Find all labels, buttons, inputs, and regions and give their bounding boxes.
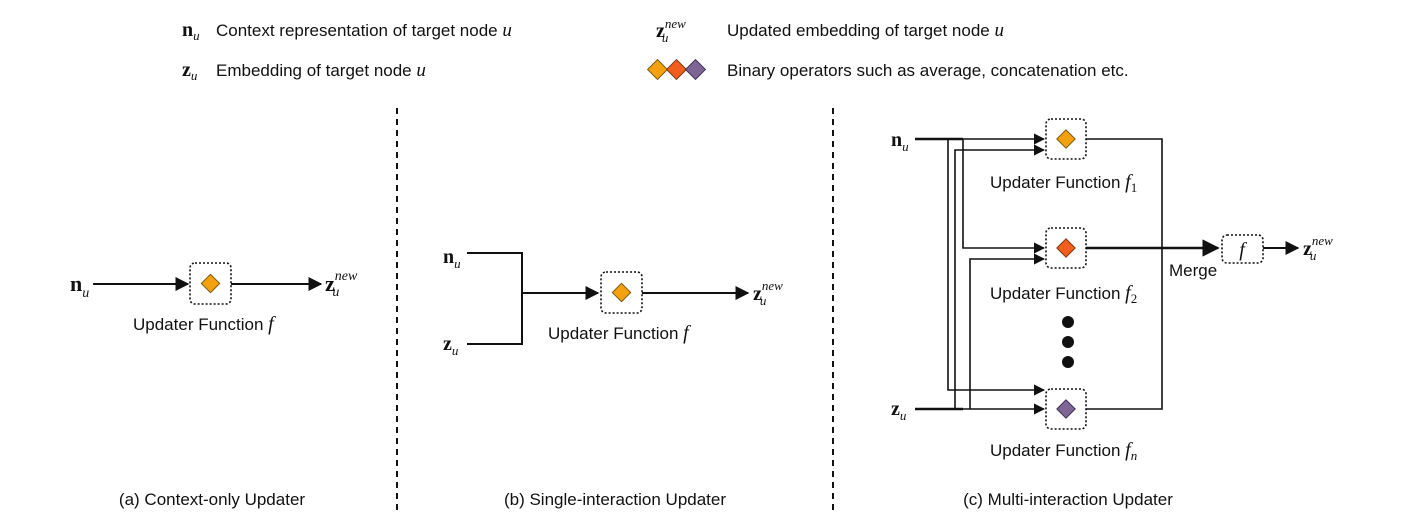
legend-n-desc: Context representation of target node u	[216, 20, 512, 41]
panel-c-updater-label-n: Updater Function fn	[990, 439, 1137, 463]
legend-znew-desc: Updated embedding of target node u	[727, 20, 1004, 41]
diamond-icon	[684, 58, 707, 81]
svg-text:nu: nu	[182, 19, 200, 43]
panel-c-z-to-f1	[954, 144, 1046, 409]
panel-c-merge-box	[1221, 234, 1264, 264]
panel-c-merge-f: f	[1239, 239, 1247, 261]
diamond-icon	[1056, 129, 1076, 149]
panel-c-merge-label: Merge	[1169, 261, 1217, 280]
panel-b-caption: (b) Single-interaction Updater	[504, 490, 726, 509]
panel-c-n-to-f2	[962, 139, 1046, 254]
panel-c-input-n: nu	[891, 129, 909, 154]
legend-z-item: zu Embedding of target node u	[182, 59, 426, 83]
panel-c-merge-bus	[1086, 138, 1163, 410]
diamond-icon	[665, 58, 688, 81]
panel-c-caption: (c) Multi-interaction Updater	[963, 490, 1173, 509]
legend: nu Context representation of target node…	[182, 16, 1129, 83]
panel-c-input-z: zu	[891, 398, 907, 423]
legend-znew-symbol: z	[656, 20, 665, 42]
panel-c-updater-label-1: Updater Function f1	[990, 171, 1137, 195]
panel-b-input-n: nu	[443, 246, 461, 271]
panel-a-caption: (a) Context-only Updater	[119, 490, 305, 509]
panel-c-z-to-f2	[969, 253, 1046, 409]
diamond-icon	[611, 282, 632, 303]
panel-c-n-to-fn	[947, 139, 1046, 396]
ellipsis-dot	[1062, 356, 1074, 368]
ellipsis-dot	[1062, 336, 1074, 348]
diamond-icon	[1056, 238, 1076, 258]
legend-operators-desc: Binary operators such as average, concat…	[727, 61, 1129, 80]
panel-a-updater-label: Updater Function f	[133, 313, 276, 335]
panel-b-updater-label: Updater Function f	[548, 322, 691, 344]
panel-a-input-n: nu	[70, 271, 89, 301]
diamond-icon	[646, 58, 669, 81]
ellipsis-dot	[1062, 316, 1074, 328]
svg-text:zu: zu	[182, 59, 198, 83]
legend-z-desc: Embedding of target node u	[216, 60, 426, 81]
panel-b-input-z: zu	[443, 333, 459, 358]
panel-b-combine-bracket	[467, 252, 523, 345]
legend-n-item: nu Context representation of target node…	[182, 19, 512, 43]
legend-n-symbol: n	[182, 19, 193, 41]
panel-c-updater-label-2: Updater Function f2	[990, 282, 1137, 306]
legend-operators-item: Binary operators such as average, concat…	[646, 58, 1129, 81]
legend-z-symbol: z	[182, 59, 191, 81]
diamond-icon	[200, 273, 221, 294]
panel-c: nu zu Updater Function f1 Updater Functi…	[891, 118, 1333, 509]
diamond-icon	[1056, 399, 1076, 419]
